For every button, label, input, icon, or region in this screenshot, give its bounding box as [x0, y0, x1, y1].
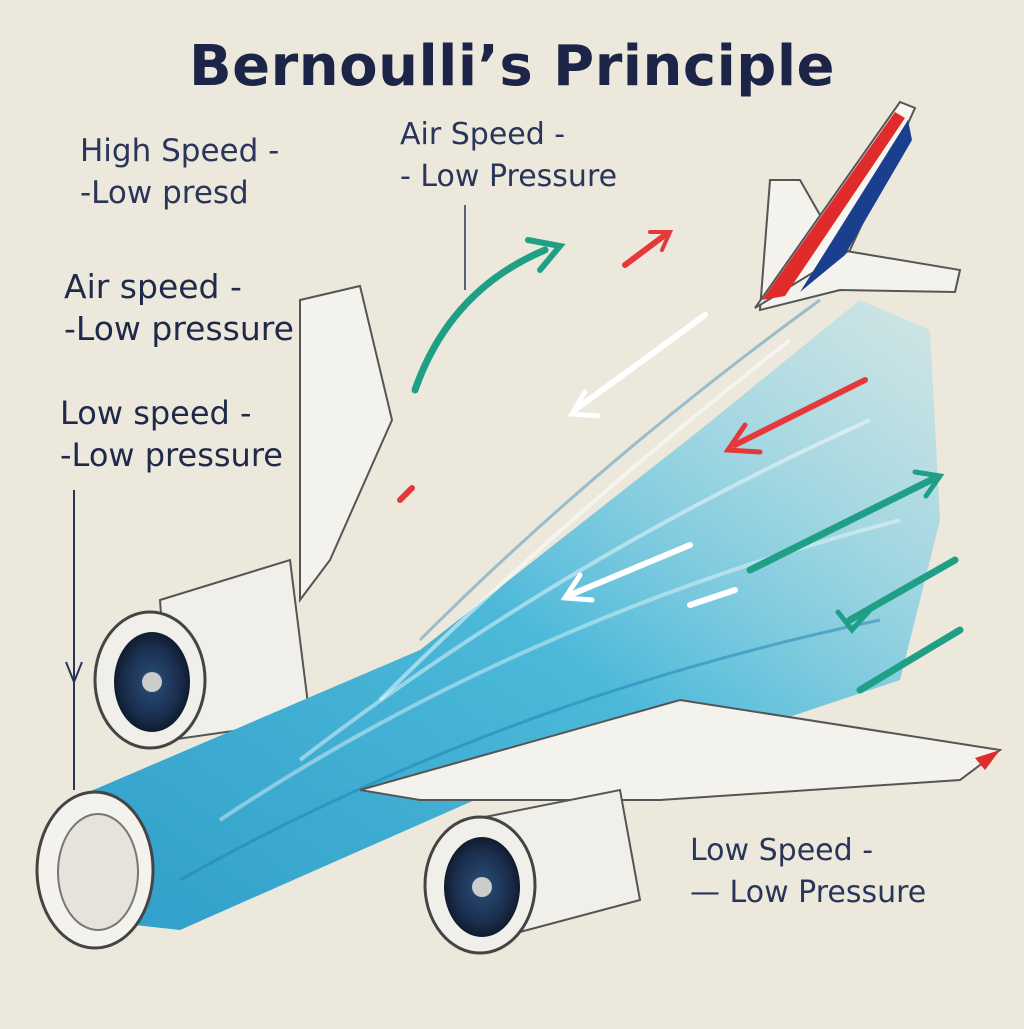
- engine-lower: [423, 788, 642, 955]
- green-arrows: [411, 237, 964, 694]
- label-line: High Speed -: [80, 133, 280, 169]
- lower-wing: [359, 698, 1003, 801]
- label-high-speed: High Speed - -Low presd: [80, 130, 279, 214]
- red-arrows: [397, 230, 868, 503]
- tail-fin: [754, 100, 962, 312]
- label-line: - Low Pressure: [400, 159, 618, 194]
- diagram-title: Bernoulli’s Principle: [188, 34, 836, 99]
- white-arrows: [560, 312, 738, 608]
- label-line: Air speed -: [64, 267, 242, 306]
- label-line: Air Speed -: [400, 117, 566, 152]
- label-air-speed-left: Air speed - -Low pressure: [64, 266, 294, 350]
- upper-wing: [299, 284, 394, 603]
- label-line: -Low pressure: [60, 436, 283, 474]
- label-line: Low Speed -: [690, 833, 874, 868]
- label-line: -Low pressure: [64, 309, 294, 348]
- engine-upper-left: [93, 558, 312, 750]
- label-line: -Low presd: [80, 175, 249, 211]
- airflow-fuselage: [35, 298, 940, 950]
- label-line: Low speed -: [60, 394, 252, 432]
- vertical-pointer-line: [65, 490, 83, 790]
- label-low-speed-left: Low speed - -Low pressure: [60, 392, 283, 476]
- label-line: — Low Pressure: [690, 875, 927, 910]
- label-low-speed-bottom: Low Speed - — Low Pressure: [690, 830, 926, 914]
- label-air-speed-top: Air Speed - - Low Pressure: [400, 114, 617, 198]
